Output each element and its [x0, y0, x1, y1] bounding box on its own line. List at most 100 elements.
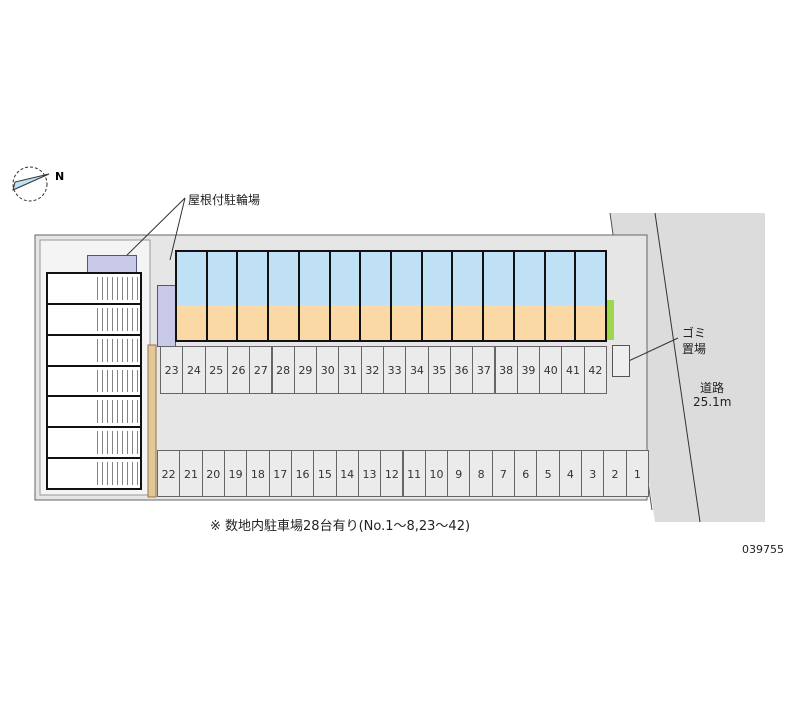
parking-space: 41 — [561, 346, 585, 394]
apartment-unit — [482, 250, 515, 342]
parking-space: 9 — [447, 450, 471, 497]
side-apartment-unit — [46, 333, 142, 367]
parking-space: 31 — [338, 346, 362, 394]
parking-space: 29 — [293, 346, 318, 394]
parking-space: 15 — [313, 450, 337, 497]
apartment-unit — [574, 250, 607, 342]
parking-space: 17 — [268, 450, 292, 497]
unit-lower-room — [422, 304, 452, 340]
parking-space: 6 — [514, 450, 538, 497]
parking-space: 5 — [536, 450, 560, 497]
unit-upper-room — [453, 252, 483, 306]
unit-upper-room — [392, 252, 421, 306]
parking-space: 18 — [246, 450, 270, 497]
garbage-label-2: 置場 — [682, 342, 707, 356]
parking-space: 16 — [290, 450, 315, 497]
parking-space: 13 — [357, 450, 382, 497]
parking-space: 7 — [491, 450, 516, 497]
unit-lower-room — [361, 304, 390, 340]
unit-upper-room — [330, 252, 360, 306]
property-code: 039755 — [742, 543, 784, 556]
parking-space: 20 — [201, 450, 225, 497]
unit-upper-room — [269, 252, 298, 306]
parking-space: 12 — [380, 450, 404, 497]
unit-stairs — [97, 431, 140, 455]
unit-upper-room — [361, 252, 390, 306]
parking-space: 25 — [204, 346, 228, 394]
apartment-unit — [359, 250, 392, 342]
north-compass-icon: N — [12, 166, 64, 202]
parking-space: 2 — [603, 450, 627, 497]
parking-space: 8 — [469, 450, 493, 497]
garbage-area — [612, 345, 630, 377]
parking-space: 23 — [160, 346, 184, 394]
unit-upper-room — [299, 252, 329, 306]
parking-space: 33 — [383, 346, 407, 394]
apartment-unit — [451, 250, 485, 342]
covered-bike-parking — [157, 285, 176, 347]
apartment-unit — [236, 250, 270, 342]
parking-space: 30 — [316, 346, 340, 394]
parking-space: 4 — [558, 450, 583, 497]
parking-space: 14 — [335, 450, 359, 497]
parking-space: 40 — [539, 346, 563, 394]
parking-space: 35 — [427, 346, 451, 394]
unit-lower-room — [269, 304, 298, 340]
parking-space: 28 — [271, 346, 295, 394]
unit-lower-room — [299, 304, 329, 340]
side-apartment-unit — [46, 457, 142, 490]
apartment-unit — [297, 250, 331, 342]
unit-upper-room — [545, 252, 575, 306]
parking-space: 36 — [449, 346, 474, 394]
side-apartment-unit — [46, 395, 142, 429]
unit-stairs — [97, 338, 140, 362]
unit-lower-room — [238, 304, 268, 340]
unit-stairs — [97, 400, 140, 424]
parking-space: 11 — [402, 450, 426, 497]
apartment-unit — [328, 250, 362, 342]
unit-lower-room — [392, 304, 421, 340]
unit-upper-room — [422, 252, 452, 306]
parking-space: 32 — [360, 346, 384, 394]
road-width: 25.1m — [693, 395, 732, 409]
parking-space: 34 — [405, 346, 429, 394]
unit-lower-room — [177, 304, 206, 340]
parking-space: 38 — [494, 346, 518, 394]
apartment-unit — [420, 250, 454, 342]
parking-space: 1 — [625, 450, 649, 497]
parking-space: 22 — [157, 450, 181, 497]
parking-space: 21 — [179, 450, 203, 497]
unit-upper-room — [576, 252, 605, 306]
apartment-unit — [390, 250, 423, 342]
apartment-unit — [205, 250, 239, 342]
side-apartment-unit — [46, 426, 142, 460]
parking-space: 26 — [226, 346, 251, 394]
unit-lower-room — [545, 304, 575, 340]
unit-stairs — [97, 277, 140, 300]
unit-lower-room — [514, 304, 544, 340]
unit-lower-room — [484, 304, 513, 340]
unit-lower-room — [207, 304, 237, 340]
side-apartment-unit — [46, 302, 142, 336]
green-area — [606, 300, 614, 340]
bike-parking-label: 屋根付駐輪場 — [188, 193, 261, 207]
parking-space: 24 — [182, 346, 206, 394]
unit-upper-room — [484, 252, 513, 306]
parking-space: 27 — [249, 346, 273, 394]
unit-upper-room — [514, 252, 544, 306]
unit-stairs — [97, 462, 140, 485]
unit-stairs — [97, 307, 140, 331]
parking-space: 10 — [424, 450, 449, 497]
apartment-unit — [543, 250, 577, 342]
svg-text:N: N — [55, 170, 64, 183]
unit-lower-room — [576, 304, 605, 340]
unit-upper-room — [177, 252, 206, 306]
unit-upper-room — [238, 252, 268, 306]
apartment-unit — [512, 250, 546, 342]
parking-space: 37 — [472, 346, 496, 394]
side-apartment-unit — [46, 364, 142, 398]
unit-stairs — [97, 369, 140, 393]
parking-space: 19 — [223, 450, 248, 497]
parking-space: 3 — [581, 450, 605, 497]
